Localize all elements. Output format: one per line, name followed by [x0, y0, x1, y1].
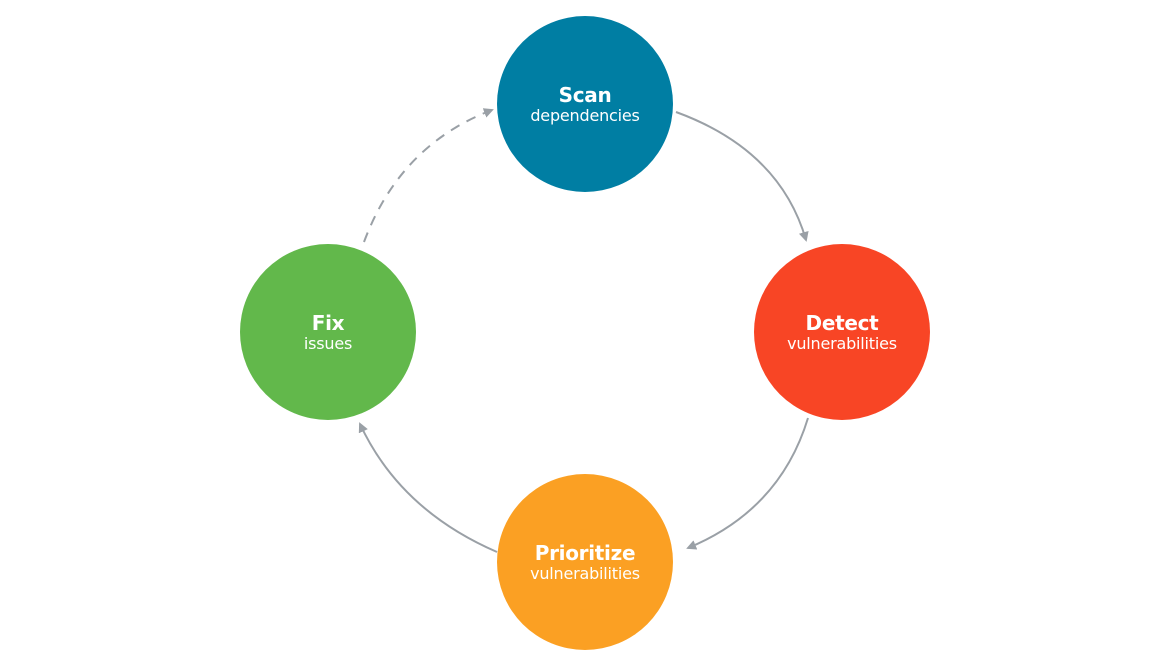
fix-title: Fix — [311, 310, 345, 335]
scan-title: Scan — [558, 82, 612, 107]
prioritize-subtitle: vulnerabilities — [530, 563, 640, 583]
arrow-detect-to-prioritize — [686, 417, 809, 550]
detect-title: Detect — [805, 310, 879, 335]
detect-node: Detect vulnerabilities — [754, 244, 930, 420]
prioritize-node: Prioritize vulnerabilities — [497, 474, 673, 650]
arrow-prioritize-to-fix — [358, 422, 498, 553]
prioritize-title: Prioritize — [534, 540, 636, 565]
fix-subtitle: issues — [303, 333, 353, 353]
scan-node: Scan dependencies — [497, 16, 673, 192]
arrow-fix-to-scan-dashed — [363, 108, 494, 243]
detect-subtitle: vulnerabilities — [787, 333, 897, 353]
arrow-scan-to-detect — [675, 111, 809, 242]
scan-subtitle: dependencies — [530, 105, 640, 125]
fix-node: Fix issues — [240, 244, 416, 420]
